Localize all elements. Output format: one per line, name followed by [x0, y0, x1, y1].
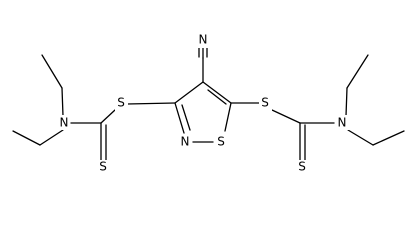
- atom-s-ring: S: [217, 135, 225, 149]
- bonds: [12, 47, 405, 165]
- bond-s-ring-left: [126, 102, 176, 105]
- molecule-drawing: N S S N N S S S N: [12, 33, 405, 175]
- bond-ring-c5-s: [224, 102, 232, 132]
- bond-ring-c3-n: [174, 102, 185, 134]
- bond-left-ethyl-upper-a: [41, 54, 63, 89]
- atom-n-cyano: N: [199, 33, 208, 47]
- bond-left-c-s: [100, 109, 116, 124]
- bond-ring-c4-c5-inner: [207, 89, 227, 105]
- atom-s-thione-right: S: [298, 160, 306, 174]
- atom-n-ring: N: [181, 135, 190, 149]
- bond-right-ethyl-upper-b: [346, 54, 369, 89]
- atom-s-thioether-right: S: [261, 96, 269, 110]
- atom-labels: N S S N N S S S N: [57, 33, 349, 175]
- bond-ring-c3-c4: [174, 81, 204, 104]
- bond-right-ethyl-lower-b: [372, 130, 405, 146]
- structure-diagram: N S S N N S S S N: [12, 33, 405, 175]
- bond-right-ethyl-upper-a: [345, 87, 348, 117]
- atom-n-right: N: [338, 116, 347, 130]
- atom-n-left: N: [60, 116, 69, 130]
- atom-s-thioether-left: S: [117, 96, 125, 110]
- bond-right-s-c: [271, 109, 301, 124]
- bond-left-ethyl-lower-a: [39, 129, 64, 146]
- bond-ring-c3-n-inner: [181, 104, 191, 131]
- bond-ring-c4-c5: [202, 81, 232, 104]
- atom-s-thione-left: S: [99, 160, 107, 174]
- bond-right-ethyl-lower-a: [347, 129, 374, 146]
- bond-left-ethyl-lower-b: [12, 130, 41, 146]
- bond-left-ethyl-upper-b: [61, 87, 64, 117]
